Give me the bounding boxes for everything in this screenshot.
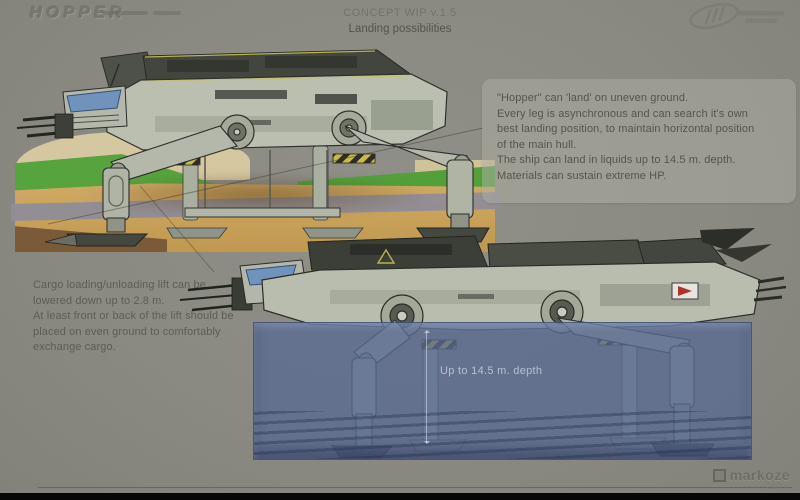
landing-note-line: The ship can land in liquids up to 14.5 …: [497, 154, 736, 167]
footer-divider: [38, 487, 792, 488]
render-water-depth: Up to 14.5 m. depth: [170, 228, 798, 468]
cargo-note-line: exchange cargo.: [33, 341, 116, 354]
depth-label: Up to 14.5 m. depth: [440, 365, 543, 377]
studio-emblem-icon: [689, 3, 784, 29]
hopper-wordmark: HOPPER: [30, 3, 126, 22]
landing-note-line: Every leg is asynchronous and can search…: [497, 107, 748, 120]
cargo-note-line: At least front or back of the lift shoul…: [33, 310, 234, 323]
water-volume: Up to 14.5 m. depth: [253, 322, 752, 460]
artist-credit: markoze 2015: [712, 467, 790, 491]
hopper-wordmark-subtitle: [102, 11, 181, 15]
sheet-subtitle: Landing possibilities: [348, 23, 452, 35]
render-uneven-ground: [10, 30, 502, 252]
artist-name: markoze: [729, 467, 790, 483]
credit-year: 2015: [765, 481, 790, 491]
landing-note-text: "Hopper" can 'land' on uneven ground. Ev…: [497, 91, 754, 185]
landing-note-line: Materials can sustain extreme HP.: [497, 169, 667, 182]
concept-version-title: CONCEPT WIP v.1.5: [343, 7, 457, 19]
landing-note-line: "Hopper" can 'land' on uneven ground.: [497, 92, 689, 104]
landing-note-line: best landing position, to maintain horiz…: [497, 123, 755, 136]
cargo-note-line: lowered down up to 2.8 m.: [33, 294, 165, 307]
cargo-note-text: Cargo loading/unloading lift can be lowe…: [33, 278, 273, 356]
artist-logo-icon: [712, 468, 726, 482]
landing-note-panel: "Hopper" can 'land' on uneven ground. Ev…: [482, 79, 796, 203]
depth-measure-line: [423, 330, 430, 444]
landing-note-line: of the main hull.: [497, 138, 577, 151]
cargo-note-line: placed on even ground to comfortably: [33, 325, 221, 338]
letterbox-bar: [0, 493, 800, 500]
water-ripples: [254, 411, 751, 459]
cargo-note-line: Cargo loading/unloading lift can be: [33, 279, 206, 291]
hopper-render-perspective: [16, 49, 490, 247]
